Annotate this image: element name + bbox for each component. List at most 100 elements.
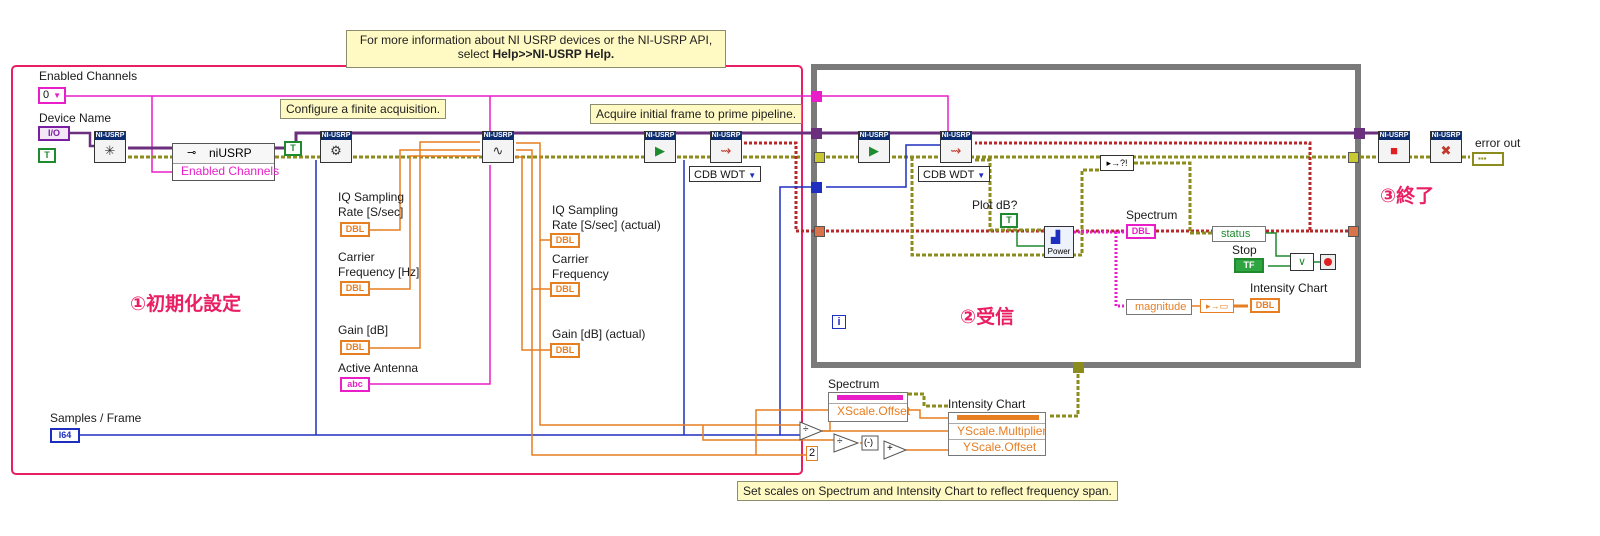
spectrum-label: Spectrum bbox=[1126, 208, 1178, 222]
iq-rate-label-2: Rate [S/sec] bbox=[338, 205, 404, 219]
build-array-icon: ▸→▭ bbox=[1205, 301, 1229, 311]
error-cluster-icon: ▪▪▪ bbox=[1478, 154, 1487, 163]
intensity-chart-indicator: DBL bbox=[1250, 298, 1280, 313]
spectrum-bottom-label: Spectrum bbox=[828, 377, 880, 391]
cdb-wdt-label: CDB WDT bbox=[694, 169, 746, 181]
gain-actual-label: Gain [dB] (actual) bbox=[552, 327, 646, 341]
play-icon: ▶ bbox=[655, 143, 665, 158]
fetch-icon: ⇝ bbox=[950, 143, 962, 158]
initiate-loop-vi[interactable]: NI-USRP▶ bbox=[858, 131, 890, 163]
device-name-terminal[interactable]: I/O bbox=[38, 126, 70, 141]
carrier-actual-label-1: Carrier bbox=[552, 252, 589, 266]
note-usrp-help-prefix: select bbox=[457, 47, 493, 61]
close-icon: ✖ bbox=[1440, 143, 1452, 158]
vi-header: NI-USRP bbox=[483, 132, 513, 140]
property-node-header: ⊸ niUSRP bbox=[173, 144, 274, 164]
shift-register-right-data bbox=[1348, 226, 1359, 237]
section-init-label: ①初期化設定 bbox=[130, 294, 242, 315]
cdb-wdt-label: CDB WDT bbox=[923, 169, 975, 181]
iteration-terminal: i bbox=[832, 315, 846, 329]
note-usrp-help: For more information about NI USRP devic… bbox=[346, 30, 726, 68]
enabled-channels-wire bbox=[66, 95, 949, 133]
configure-rx-vi[interactable]: NI-USRP∿ bbox=[482, 131, 514, 163]
status-unbundle: status bbox=[1212, 226, 1266, 242]
gain-label: Gain [dB] bbox=[338, 323, 389, 337]
vi-header: NI-USRP bbox=[711, 132, 741, 140]
or-function[interactable]: ∨ bbox=[1290, 253, 1314, 271]
intensity-chart-property-node[interactable]: YScale.Multiplier YScale.Offset bbox=[948, 412, 1046, 456]
fetch-rx-vi[interactable]: NI-USRP ⇝ bbox=[710, 131, 742, 163]
gain-terminal[interactable]: DBL bbox=[340, 340, 370, 355]
dropdown-arrow-icon: ▼ bbox=[977, 171, 986, 180]
add-icon: + bbox=[887, 443, 893, 454]
spectrum-indicator: DBL bbox=[1126, 224, 1156, 239]
error-out-label: error out bbox=[1475, 136, 1521, 150]
fetch-icon: ⇝ bbox=[720, 143, 732, 158]
vi-header: NI-USRP bbox=[1431, 132, 1461, 140]
unbundle-icon: ▸→?! bbox=[1106, 158, 1128, 168]
stop-terminal[interactable]: TF bbox=[1234, 258, 1264, 273]
power-spectrum-vi[interactable]: ▟ Power bbox=[1044, 226, 1074, 258]
divide-top-icon: ÷ bbox=[803, 424, 809, 435]
open-rx-session-vi[interactable]: NI-USRP ✳ bbox=[94, 131, 126, 163]
configure-icon: ⚙ bbox=[330, 143, 342, 158]
tunnel-intensity-ref bbox=[1073, 362, 1084, 373]
vi-header: NI-USRP bbox=[321, 132, 351, 140]
carrier-terminal[interactable]: DBL bbox=[340, 281, 370, 296]
iq-rate-terminal[interactable]: DBL bbox=[340, 222, 370, 237]
loop-condition-terminal[interactable] bbox=[1320, 254, 1336, 270]
tunnel-task-in bbox=[811, 128, 822, 139]
abort-vi[interactable]: NI-USRP■ bbox=[1378, 131, 1410, 163]
configure-signal-vi[interactable]: NI-USRP ⚙ bbox=[320, 131, 352, 163]
iq-actual-label-2: Rate [S/sec] (actual) bbox=[552, 218, 661, 232]
antenna-wire bbox=[370, 165, 491, 385]
iq-actual-indicator: DBL bbox=[550, 233, 580, 248]
spectrum-property-node[interactable]: XScale.Offset bbox=[828, 392, 910, 422]
finite-boolean-terminal[interactable]: T bbox=[284, 141, 302, 156]
yscale-multiplier-property: YScale.Multiplier bbox=[949, 423, 1046, 439]
plot-db-label: Plot dB? bbox=[972, 198, 1018, 212]
section-end-label: ③終了 bbox=[1380, 186, 1435, 207]
niusrp-property-node[interactable]: ⊸ niUSRP Enabled Channels bbox=[172, 143, 279, 181]
tunnel-samples bbox=[811, 182, 822, 193]
tunnel-task-out bbox=[1354, 128, 1365, 139]
constant-two[interactable]: 2 bbox=[806, 446, 818, 461]
shift-register-left-error bbox=[814, 152, 825, 163]
note-set-scales: Set scales on Spectrum and Intensity Cha… bbox=[737, 481, 1118, 501]
stop-condition-icon bbox=[1324, 258, 1332, 266]
plot-db-terminal[interactable]: T bbox=[1000, 213, 1018, 228]
iq-actual-label-1: IQ Sampling bbox=[552, 203, 619, 217]
gain-actual-indicator: DBL bbox=[550, 343, 580, 358]
rx-session-icon: ✳ bbox=[104, 143, 116, 158]
cdb-wdt-selector-init[interactable]: CDB WDT ▼ bbox=[689, 166, 761, 182]
reset-boolean-terminal[interactable]: T bbox=[38, 148, 56, 163]
carrier-actual-label-2: Frequency bbox=[552, 267, 609, 281]
cdb-wdt-selector-loop[interactable]: CDB WDT ▼ bbox=[918, 166, 990, 182]
enabled-channels-control[interactable]: 0▼ bbox=[38, 87, 66, 104]
while-loop-frame bbox=[811, 64, 1361, 368]
initiate-vi[interactable]: NI-USRP ▶ bbox=[644, 131, 676, 163]
error-out-indicator: ▪▪▪ bbox=[1472, 152, 1504, 166]
intensity-ref-bar bbox=[957, 415, 1039, 420]
enabled-channels-property: Enabled Channels bbox=[173, 164, 279, 180]
note-prime-pipeline: Acquire initial frame to prime pipeline. bbox=[590, 104, 803, 124]
unbundle-error-node[interactable]: ▸→?! bbox=[1100, 155, 1134, 171]
close-session-vi[interactable]: NI-USRP ✖ bbox=[1430, 131, 1462, 163]
niusrp-label: niUSRP bbox=[209, 146, 252, 160]
antenna-terminal[interactable]: abc bbox=[340, 377, 370, 392]
samples-frame-terminal[interactable]: I64 bbox=[50, 428, 80, 443]
vi-header: NI-USRP bbox=[859, 132, 889, 140]
vi-header: NI-USRP bbox=[95, 132, 125, 140]
enabled-channels-value: 0 bbox=[43, 89, 50, 101]
iq-rate-label-1: IQ Sampling bbox=[338, 190, 405, 204]
build-array-node[interactable]: ▸→▭ bbox=[1200, 299, 1234, 313]
stop-label: Stop bbox=[1232, 243, 1257, 257]
carrier-label-1: Carrier bbox=[338, 250, 375, 264]
note-usrp-help-line1: For more information about NI USRP devic… bbox=[359, 33, 713, 47]
fetch-loop-vi[interactable]: NI-USRP⇝ bbox=[940, 131, 972, 163]
negate-icon: (-) bbox=[864, 437, 873, 447]
shift-register-right-error bbox=[1348, 152, 1359, 163]
vi-header: NI-USRP bbox=[645, 132, 675, 140]
